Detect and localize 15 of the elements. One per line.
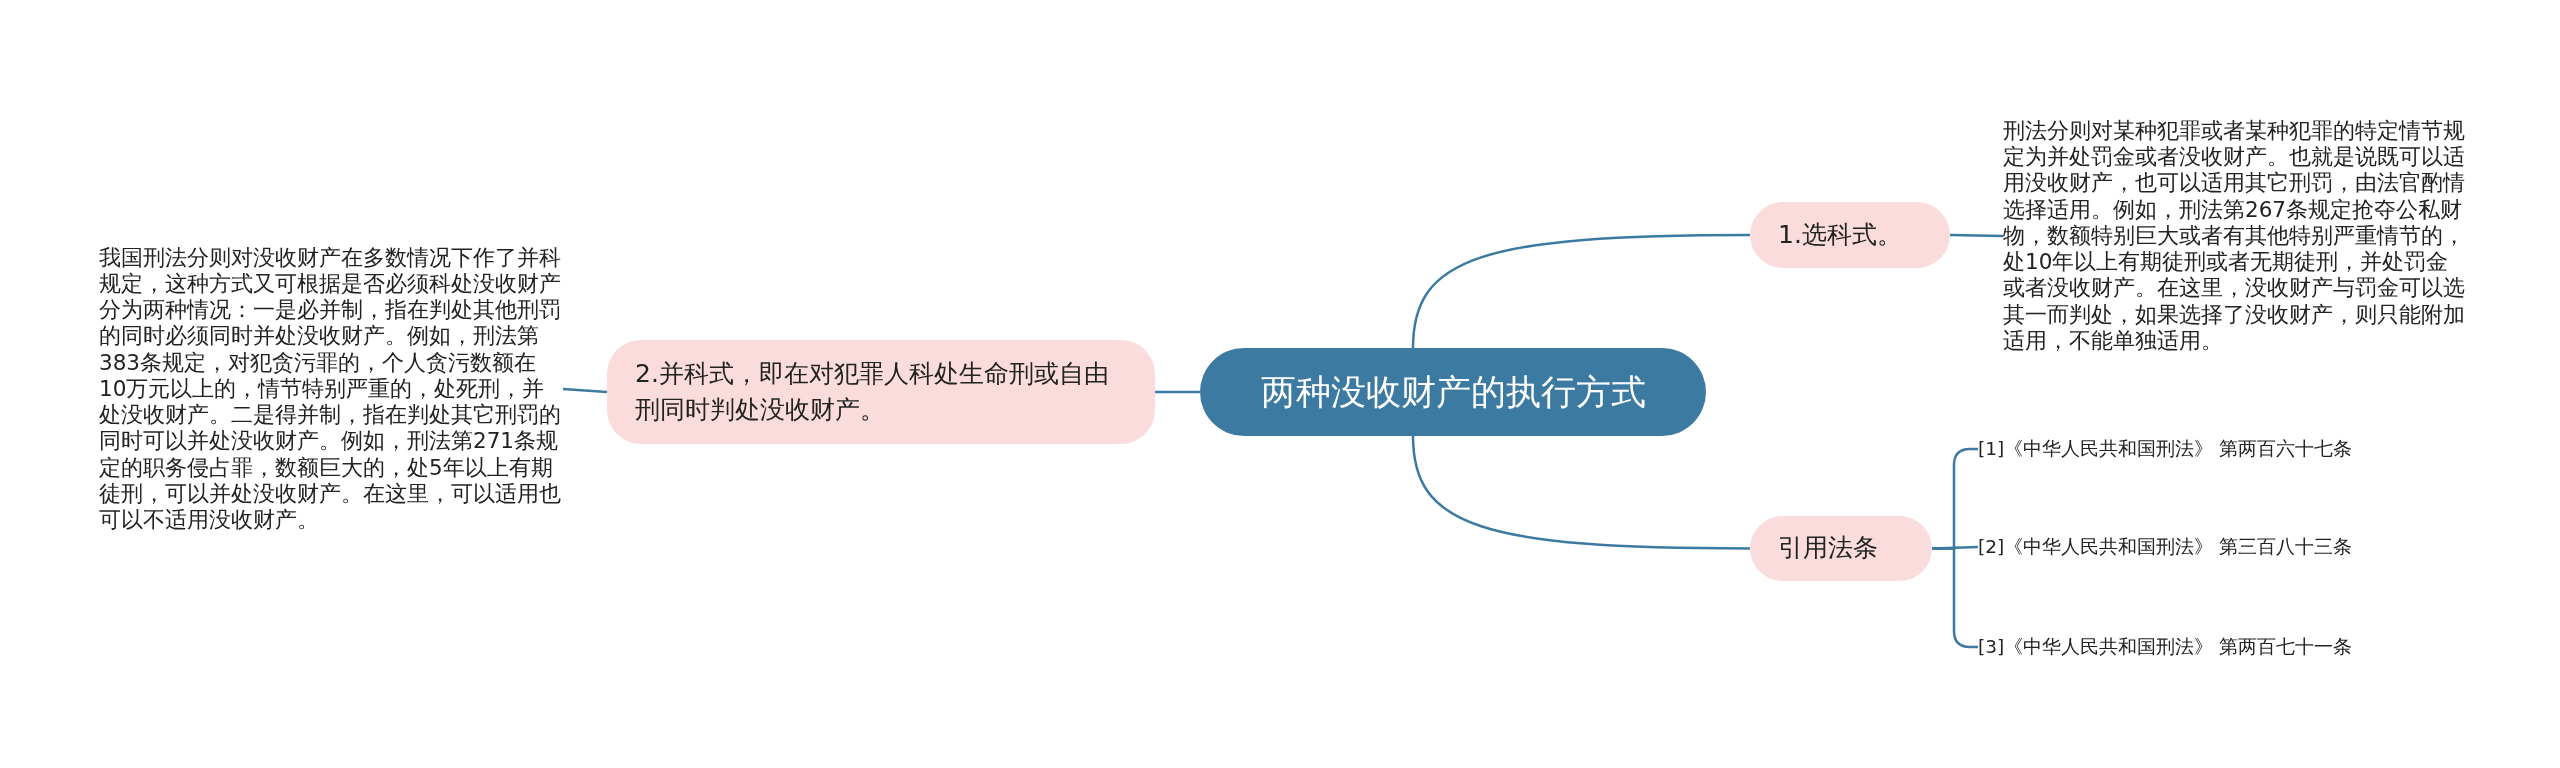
note-text: [3]《中华人民共和国刑法》 第两百七十一条	[1978, 635, 2353, 659]
connector-line	[1411, 233, 1750, 349]
connector-line	[1155, 390, 1200, 394]
connector-line	[1411, 435, 1750, 550]
note-text: 刑法分则对某种犯罪或者某种犯罪的特定情节规定为并处罚金或者没收财产。也就是说既可以适用没收财产，也可以适用其它刑罚，由法官酌情选择适用。例如，刑法第267条规定抢夺公私财物，数额特别巨大或者有其他特别严重情节的，处10年以上有期徒刑或者无期徒刑，并处罚金或者没收财产。在这里，没收财产与罚金可以选其一而判处，如果选择了没收财产，则只能附加适用，不能单独适用。	[2003, 118, 2465, 354]
note-text: [2]《中华人民共和国刑法》 第三百八十三条	[1978, 535, 2353, 559]
note-text: 我国刑法分则对没收财产在多数情况下作了并科规定，这种方式又可根据是否必须科处没收财产分为两种情况：一是必并制，指在判处其他刑罚的同时必须同时并处没收财产。例如，刑法第383条规定，对犯贪污罪的，个人贪污数额在10万元以上的，情节特别严重的，处死刑，并处没收财产。二是得并制，指在判处其它刑罚的同时可以并处没收财产。例如，刑法第271条规定的职务侵占罪，数额巨大的，处5年以上有期徒刑，可以并处没收财产。在这里，可以适用也可以不适用没收财产。	[99, 244, 562, 534]
note-text: [1]《中华人民共和国刑法》 第两百六十七条	[1978, 437, 2353, 461]
connector-line	[562, 387, 608, 394]
topic-label: 1.选科式。	[1778, 218, 1902, 251]
topic-box	[607, 340, 1155, 444]
topic-label: 两种没收财产的执行方式	[1260, 370, 1646, 414]
topic-label: 2.并科式，即在对犯罪人科处生命刑或自由刑同时判处没收财产。	[635, 357, 1110, 426]
topic-label: 引用法条	[1778, 532, 1878, 565]
connector-line	[1949, 233, 2004, 238]
